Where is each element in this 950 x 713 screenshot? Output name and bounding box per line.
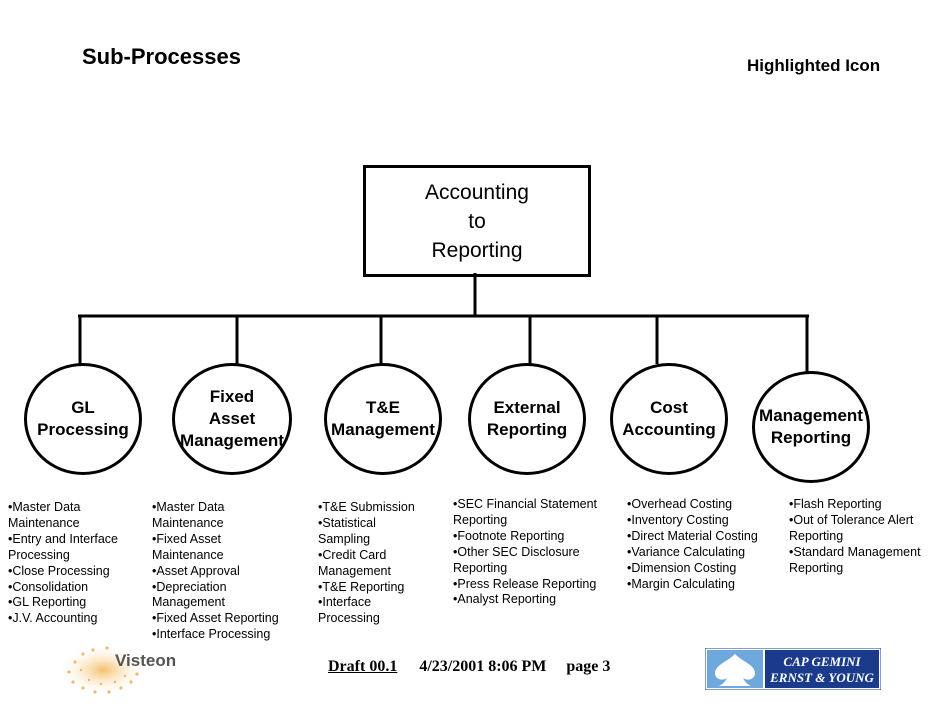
node-title-line: GL [71, 398, 95, 417]
list-item: •GL Reporting [8, 595, 87, 610]
list-item: •Inventory Costing [627, 512, 729, 527]
list-item: •Flash Reporting [789, 497, 882, 511]
node-title-line: Cost [650, 398, 688, 417]
list-external-reporting: •SEC Financial Statement Reporting •Foot… [453, 497, 597, 608]
footer-info: Draft 00.1 4/23/2001 8:06 PM page 3 [328, 658, 610, 676]
root-line: Accounting [425, 180, 529, 204]
node-title-line: Reporting [486, 420, 568, 439]
node-gl-processing[interactable]: GL Processing [24, 363, 142, 475]
list-item: •Fixed Asset Maintenance [152, 531, 224, 562]
node-te-management[interactable]: T&E Management [324, 363, 442, 475]
footer-datetime: 4/23/2001 8:06 PM [419, 658, 547, 675]
page-title: Sub-Processes [82, 44, 241, 69]
node-title-line: Management [180, 431, 284, 450]
list-item: •Other SEC Disclosure Reporting [453, 544, 580, 575]
list-item: •J.V. Accounting [8, 611, 98, 626]
list-item: •Direct Material Costing [627, 528, 758, 543]
list-item: •Master Data Maintenance [152, 500, 225, 530]
draft-version: Draft 00.1 [328, 658, 398, 675]
list-item: •Depreciation Management [152, 579, 227, 610]
node-management-reporting[interactable]: Management Reporting [752, 371, 870, 483]
list-item: •Credit Card Management [318, 547, 391, 578]
list-item: •Consolidation [8, 579, 89, 594]
list-item: •SEC Financial Statement Reporting [453, 497, 598, 527]
node-cost-accounting[interactable]: Cost Accounting [610, 363, 728, 475]
visteon-wordmark: Visteon [115, 651, 176, 670]
node-fixed-asset-management[interactable]: Fixed Asset Management [172, 363, 292, 475]
list-item: •Variance Calculating [627, 544, 746, 559]
list-item: •Footnote Reporting [453, 528, 565, 543]
list-item: •Entry and Interface Processing [8, 531, 118, 562]
list-item: •Dimension Costing [627, 560, 737, 575]
list-item: •Interface Processing [152, 627, 271, 642]
list-te-management: •T&E Submission •Statistical Sampling •C… [318, 500, 415, 627]
list-item: •T&E Reporting [318, 579, 405, 594]
list-item: •Press Release Reporting [453, 576, 597, 591]
highlighted-icon-label: Highlighted Icon [747, 56, 881, 75]
root-line: to [468, 209, 486, 233]
list-cost-accounting: •Overhead Costing •Inventory Costing •Di… [627, 497, 758, 592]
list-fixed-asset-management: •Master Data Maintenance •Fixed Asset Ma… [152, 500, 279, 643]
logo-color-panel [765, 650, 879, 688]
node-title-line: Fixed [209, 387, 255, 406]
list-item: •T&E Submission [318, 500, 415, 514]
list-item: •Out of Tolerance Alert Reporting [789, 512, 914, 543]
list-gl-processing: •Master Data Maintenance •Entry and Inte… [8, 500, 118, 627]
list-item: •Overhead Costing [627, 497, 733, 511]
visteon-logo: Visteon [57, 644, 176, 696]
node-title-line: Reporting [770, 428, 852, 447]
node-title-line: Management [331, 420, 435, 439]
list-item: •Analyst Reporting [453, 592, 557, 607]
list-item: •Statistical Sampling [318, 515, 376, 546]
logo-text-line2: ERNST & YOUNG [769, 670, 874, 685]
cap-gemini-ernst-young-logo: CAP GEMINI ERNST & YOUNG [705, 648, 881, 690]
list-item: •Standard Management Reporting [789, 544, 921, 575]
node-title-line: Asset [208, 409, 256, 428]
node-title-line: T&E [365, 398, 400, 417]
list-item: •Close Processing [8, 563, 110, 578]
list-item: •Interface Processing [318, 595, 380, 626]
list-item: •Master Data Maintenance [8, 500, 81, 530]
list-item: •Fixed Asset Reporting [152, 611, 279, 626]
logo-text-line1: CAP GEMINI [783, 654, 861, 669]
page-number: page 3 [566, 658, 611, 675]
node-title-line: Processing [37, 420, 129, 439]
root-process-box: Accounting to Reporting [363, 165, 591, 277]
root-line: Reporting [431, 238, 523, 262]
list-item: •Margin Calculating [627, 576, 735, 591]
list-item: •Asset Approval [152, 563, 240, 578]
node-title-line: External [493, 398, 561, 417]
spade-icon [714, 654, 756, 686]
node-title-line: Accounting [622, 420, 716, 439]
list-management-reporting: •Flash Reporting •Out of Tolerance Alert… [789, 497, 921, 577]
node-external-reporting[interactable]: External Reporting [468, 363, 586, 475]
node-title-line: Management [759, 406, 863, 425]
